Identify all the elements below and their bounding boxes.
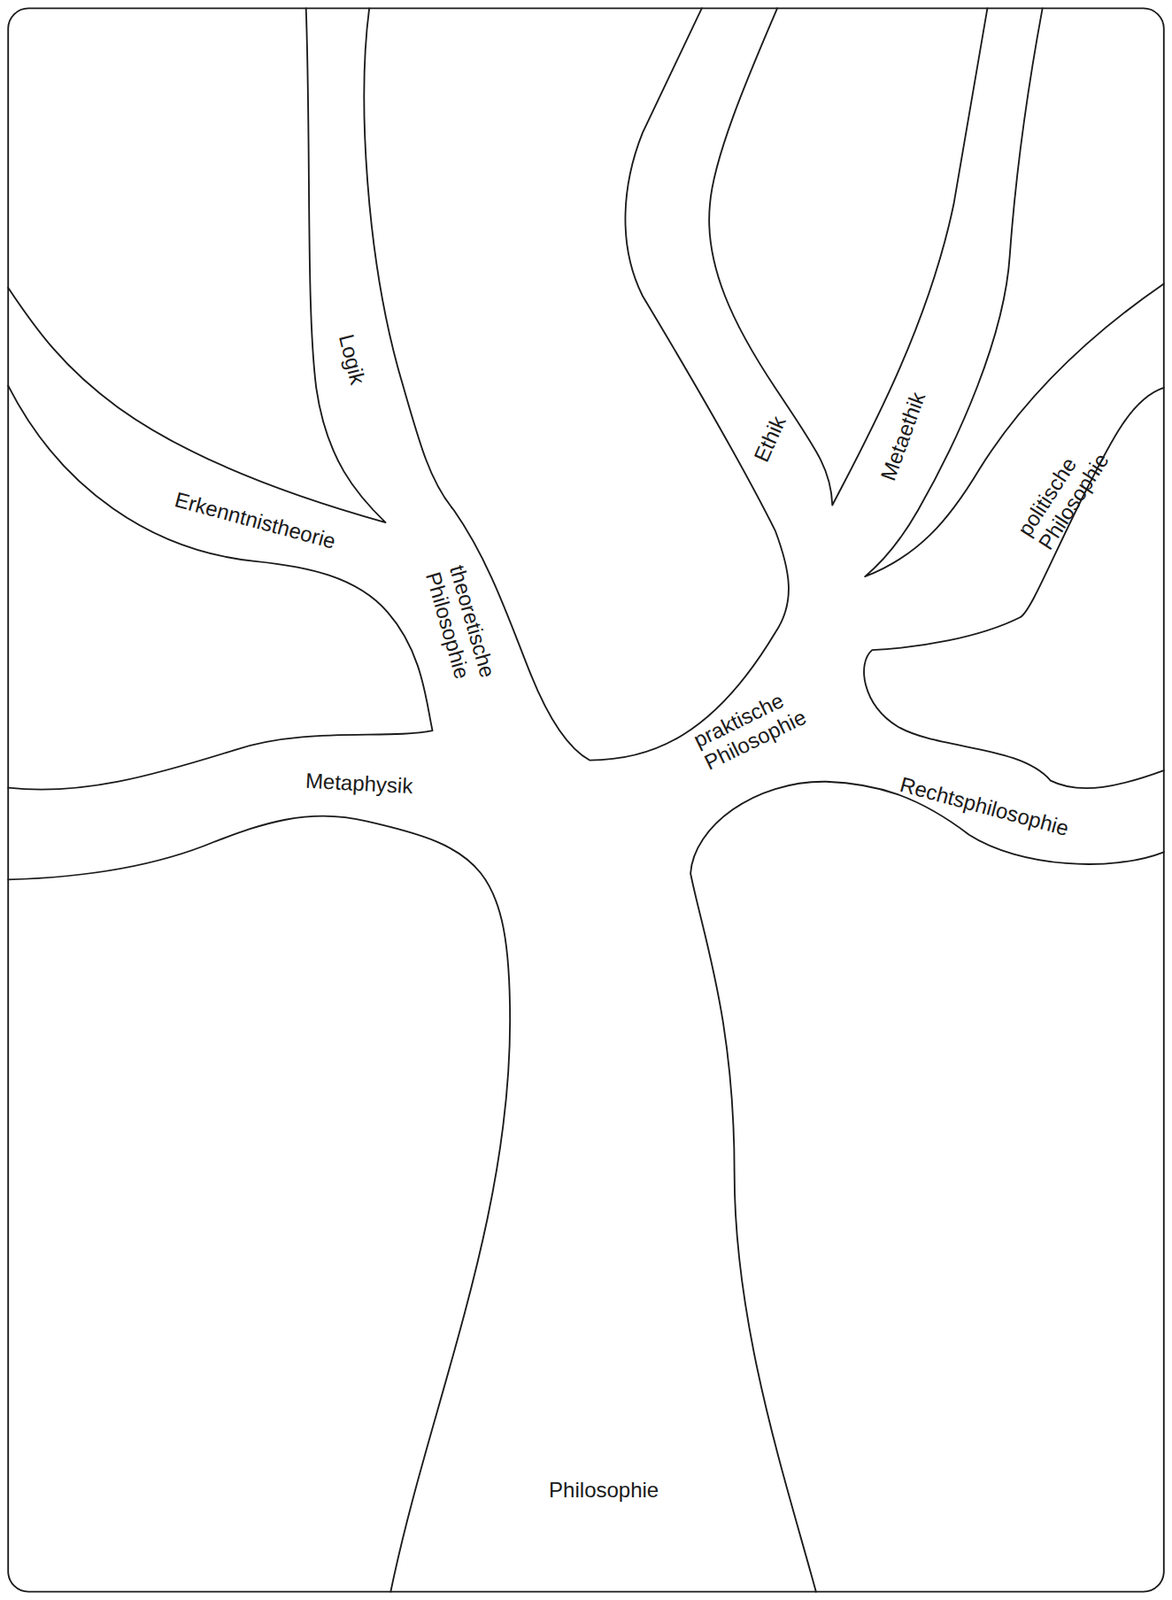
branch-label: politische Philosophie bbox=[1012, 435, 1114, 555]
branch-label: Ethik bbox=[749, 411, 792, 465]
branch-label: praktische Philosophie bbox=[689, 682, 810, 775]
branch-label: Erkenntnistheorie bbox=[171, 486, 339, 554]
branch-label: Philosophie bbox=[548, 1477, 659, 1503]
branch-label: Metaphysik bbox=[304, 768, 414, 799]
branch-label: theoretische Philosophie bbox=[421, 562, 501, 687]
branch-label: Logik bbox=[333, 331, 371, 386]
